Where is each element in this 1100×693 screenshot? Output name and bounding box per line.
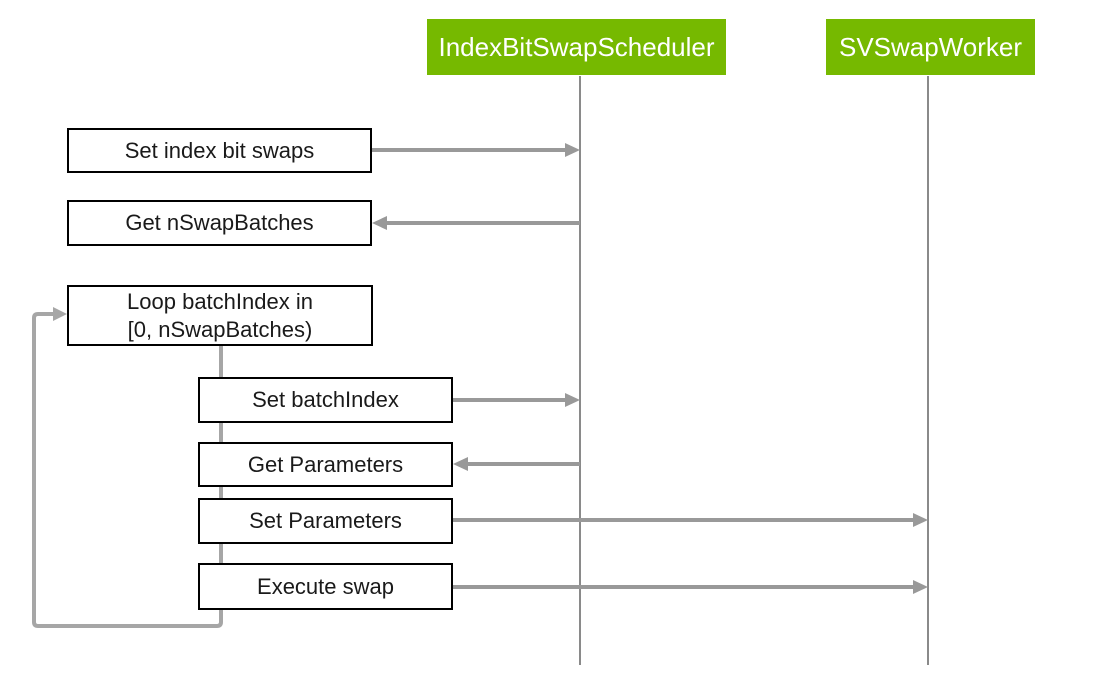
box-set-index-bit-swaps: Set index bit swaps <box>67 128 372 173</box>
right-arrowhead-icon <box>565 393 580 407</box>
left-arrowhead-icon <box>453 457 468 471</box>
box-get-parameters: Get Parameters <box>198 442 453 487</box>
right-arrowhead-icon <box>913 580 928 594</box>
arrow-set-batchindex <box>453 393 580 407</box>
arrow-get-parameters <box>453 457 580 471</box>
left-arrowhead-icon <box>372 216 387 230</box>
box-set-parameters: Set Parameters <box>198 498 453 544</box>
box-loop-batchindex: Loop batchIndex in [0, nSwapBatches) <box>67 285 373 346</box>
loop-back-connector <box>32 312 223 628</box>
arrow-set-index-bit-swaps <box>372 143 580 157</box>
loop-label-line1: Loop batchIndex in <box>127 288 313 314</box>
arrow-get-nswapbatches <box>372 216 580 230</box>
right-arrowhead-icon <box>913 513 928 527</box>
right-arrowhead-icon <box>565 143 580 157</box>
loop-label-line2: [0, nSwapBatches) <box>127 316 313 342</box>
box-get-nswapbatches: Get nSwapBatches <box>67 200 372 246</box>
loop-arrowhead-icon <box>53 307 67 321</box>
actor-svswapworker: SVSwapWorker <box>826 19 1035 75</box>
arrow-execute-swap <box>453 580 928 594</box>
box-set-batchindex: Set batchIndex <box>198 377 453 423</box>
box-execute-swap: Execute swap <box>198 563 453 610</box>
actor-indexbitswapscheduler: IndexBitSwapScheduler <box>427 19 726 75</box>
arrow-set-parameters <box>453 513 928 527</box>
